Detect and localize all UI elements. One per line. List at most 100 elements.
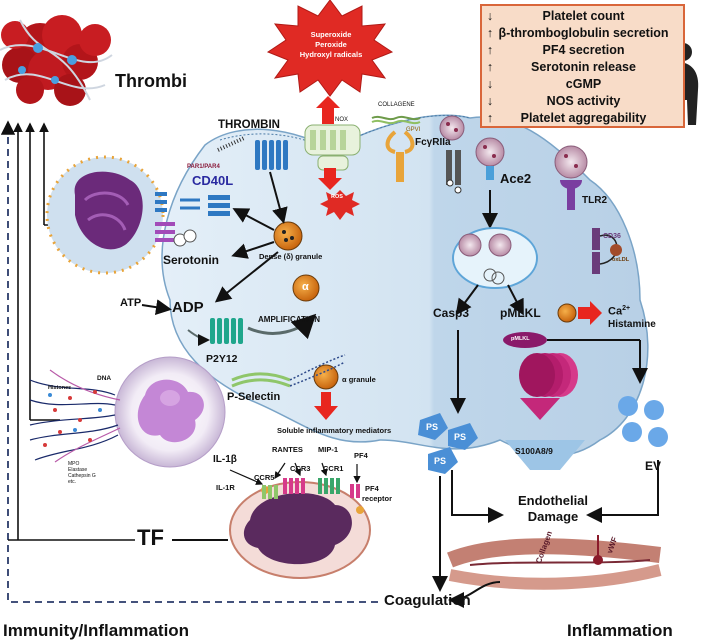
tlr2-label: TLR2 xyxy=(582,195,607,206)
rantes-to-ccr3 xyxy=(294,462,302,477)
alpha-release-arrow xyxy=(314,392,338,420)
legend-row: ↑Serotonin release xyxy=(482,60,687,77)
ros-release-arrow xyxy=(316,96,340,124)
s100-label: S100A8/9 xyxy=(515,446,553,456)
ace2-label: Ace2 xyxy=(500,171,532,186)
cd40-receptor xyxy=(155,192,230,216)
macrophage-cell xyxy=(229,481,371,579)
legend-row: ↑ PF4 secretion xyxy=(482,43,687,60)
ca-release-arrow xyxy=(578,301,602,325)
pmlkl-small-label: pMLKL xyxy=(511,336,530,342)
legend-text: PF4 secretion xyxy=(542,43,625,57)
ros-label: ROS xyxy=(331,194,343,200)
net-strands xyxy=(29,369,121,463)
legend-arrow: ↓ xyxy=(486,77,494,91)
legend-arrow: ↓ xyxy=(486,9,494,23)
ev-vesicles xyxy=(618,396,668,447)
rantes-to-ccr5 xyxy=(274,462,286,479)
monocyte-cell xyxy=(45,155,165,275)
inflammation-label: Inflammation xyxy=(567,621,673,640)
legend-arrow: ↑ xyxy=(486,26,494,40)
legend-arrow: ↑ xyxy=(486,43,494,57)
histones-label: Histones xyxy=(48,385,72,391)
p2y12-receptor xyxy=(210,318,243,344)
etc-label: etc. xyxy=(68,479,77,485)
ros-star-line2: Peroxide xyxy=(315,40,347,49)
ccr3-receptor xyxy=(283,478,305,494)
ros-star-line3: Hydroxyl radicals xyxy=(299,50,363,59)
thrombin-to-dense xyxy=(269,171,288,224)
mlkl-pore xyxy=(519,353,578,420)
nox-label: NOX xyxy=(335,117,349,123)
ros-starburst xyxy=(266,0,394,97)
endothelial-label-1: Endothelial xyxy=(517,493,589,508)
pf4-receptor-shape xyxy=(350,484,360,498)
ps-label-1: PS xyxy=(426,422,439,432)
legend-arrow: ↓ xyxy=(486,94,494,108)
collagene-label: COLLAGENE xyxy=(378,102,415,108)
coagulation-feedback-loop xyxy=(0,120,378,603)
oxldl-label: oxLDL xyxy=(612,257,630,263)
coagulation-label: Coagulation xyxy=(384,592,471,609)
ros-star-line1: Superoxide xyxy=(310,30,352,39)
cd36-receptor xyxy=(592,228,622,274)
thrombi-illustration xyxy=(0,15,113,106)
ccr5-receptor xyxy=(262,485,278,499)
virus-ace2 xyxy=(475,137,505,180)
legend-arrow: ↑ xyxy=(486,111,494,125)
adp-label: ADP xyxy=(172,299,204,316)
ps-to-endothelial xyxy=(451,470,504,523)
p-selectin-label: P-Selectin xyxy=(227,391,281,403)
thrombin-label: THROMBIN xyxy=(218,119,280,131)
ccr1-label: CCR1 xyxy=(323,464,344,473)
endothelial-label-2: Damage xyxy=(527,509,579,524)
ca-label: Ca2+ xyxy=(608,305,630,318)
legend-text: β-thromboglobulin secretion xyxy=(498,26,669,40)
cd36-label: CD36 xyxy=(603,233,621,240)
cd40l-label: CD40L xyxy=(192,173,234,188)
fcgr-receptor xyxy=(446,150,462,194)
mip1-label: MIP-1 xyxy=(318,445,339,454)
platelet-changes-legend: ↓Platelet count ↑ β-thromboglobulin secre… xyxy=(480,4,685,128)
ccr3-label: CCR3 xyxy=(290,464,311,473)
fcgr-label: FcγRIIa xyxy=(415,137,451,148)
pf4-receptor-label-1: PF4 xyxy=(365,484,379,493)
ccr5-label: CCR5 xyxy=(254,473,275,482)
endosome-to-pmlkl xyxy=(507,284,524,316)
endosome xyxy=(452,227,538,289)
legend-arrow: ↑ xyxy=(486,60,494,74)
elastase-label: Elastase xyxy=(68,467,88,473)
vessel-to-coagulation xyxy=(448,581,501,608)
legend-text: NOS activity xyxy=(546,94,621,108)
dna-label: DNA xyxy=(97,375,112,382)
ros-down-arrow xyxy=(318,168,342,190)
serotonin-label: Serotonin xyxy=(163,253,219,267)
il1r-label: IL-1R xyxy=(216,483,235,492)
immunity-inflammation-label: Immunity/Inflammation xyxy=(3,621,190,640)
legend-text: cGMP xyxy=(565,77,602,91)
collagen-fibres xyxy=(371,115,421,125)
alpha-granule-label: α granule xyxy=(342,375,376,384)
casp3-label: Casp3 xyxy=(433,306,470,320)
pmlkl-label: pMLKL xyxy=(500,306,541,320)
ros-small-star xyxy=(320,190,360,220)
il1b-arrow xyxy=(229,469,264,485)
ev-label: EV xyxy=(645,459,662,473)
alpha-upper-label: α xyxy=(302,281,309,293)
legend-row: ↓ NOS activity xyxy=(482,94,687,111)
virus-fcgr xyxy=(439,115,465,141)
ca-superscript: 2+ xyxy=(622,305,631,312)
legend-row: ↓Platelet count xyxy=(482,9,687,26)
alpha-granule xyxy=(313,364,339,390)
mip1-to-ccr1 xyxy=(320,462,328,477)
atp-label: ATP xyxy=(120,297,142,309)
dense-to-adp xyxy=(214,251,279,303)
histamine-label: Histamine xyxy=(608,319,656,330)
tf-label: TF xyxy=(137,525,164,550)
ca-text: Ca xyxy=(608,305,623,318)
dense-granule-right xyxy=(557,303,577,323)
p-selectin xyxy=(231,354,346,388)
s100-funnel xyxy=(505,440,585,470)
ccr1-receptor xyxy=(318,478,340,494)
